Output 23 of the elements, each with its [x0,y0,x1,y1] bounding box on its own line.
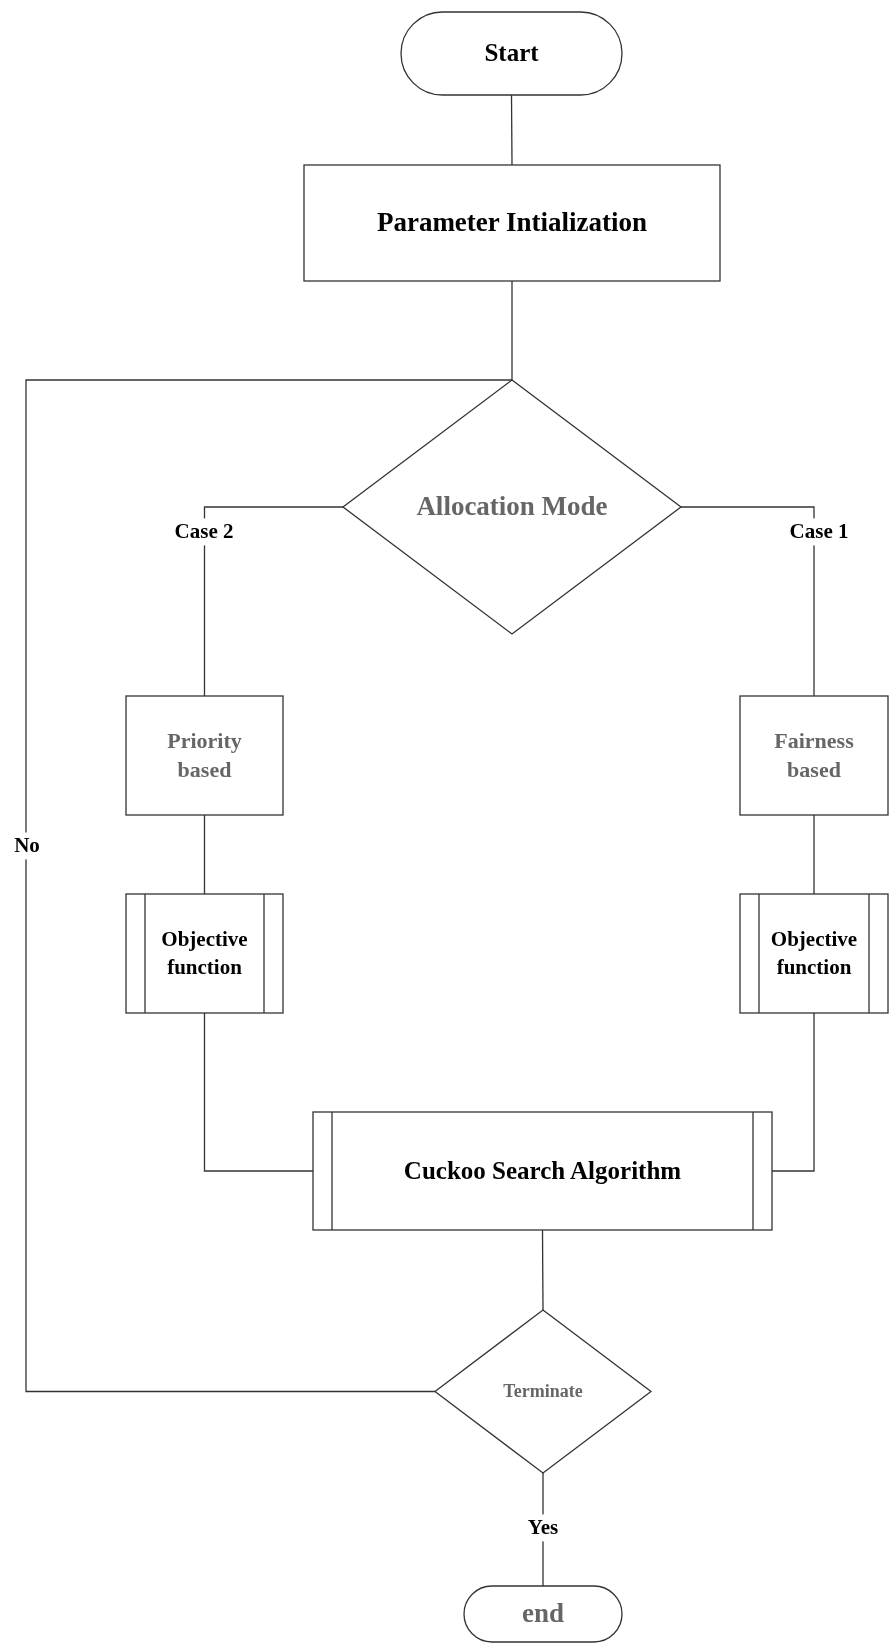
connector-line [680,506,815,697]
node-label: Cuckoo Search Algorithm [403,1155,682,1186]
node-label: Terminate [503,1379,583,1403]
node-label: Start [484,38,539,69]
node-label: Priority based [166,726,243,784]
connector-line [203,814,206,895]
node-label: Allocation Mode [416,490,608,524]
node-label: Fairness based [773,726,855,784]
connector-line [25,379,513,1393]
connector-line [203,1012,314,1172]
edge-label: Case 2 [172,518,236,546]
node-label: end [522,1597,564,1631]
connector-line [541,1229,544,1311]
edge-label: Yes [525,1514,561,1542]
connector-line [203,506,344,697]
connector-line [511,280,513,381]
connector-line [813,814,815,895]
edge-label: Case 1 [787,518,851,546]
connector-line [510,94,513,166]
node-label: Objective function [160,926,249,981]
edge-label: No [12,832,42,860]
node-label: Parameter Intialization [376,206,648,240]
node-label: Objective function [769,926,859,981]
